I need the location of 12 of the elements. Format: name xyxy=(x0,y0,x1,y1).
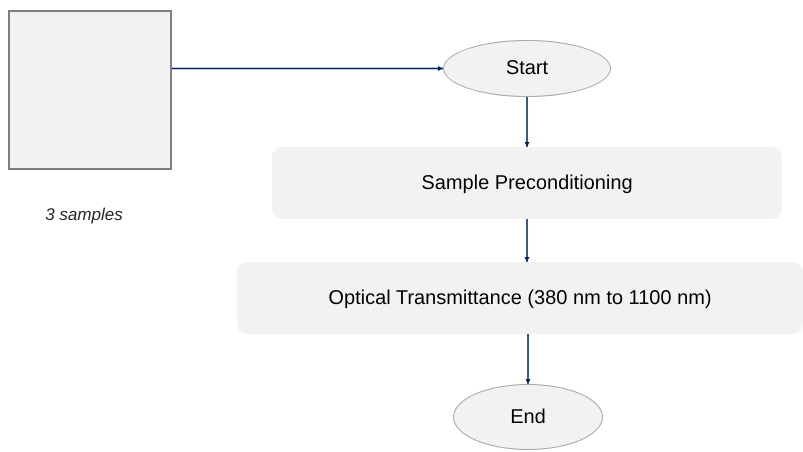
arrow xyxy=(524,219,530,262)
process-box xyxy=(272,147,782,219)
arrow xyxy=(526,334,530,384)
arrow xyxy=(524,97,530,147)
process-box xyxy=(237,262,803,334)
node-label: Start xyxy=(504,57,550,80)
arrow xyxy=(172,66,443,71)
node-label: Optical Transmittance (380 nm to 1100 nm) xyxy=(327,286,713,310)
caption-text: 3 samples xyxy=(44,205,124,225)
node-label: End xyxy=(509,406,547,428)
node-label: Sample Preconditioning xyxy=(420,172,634,194)
sample-box xyxy=(8,10,172,170)
